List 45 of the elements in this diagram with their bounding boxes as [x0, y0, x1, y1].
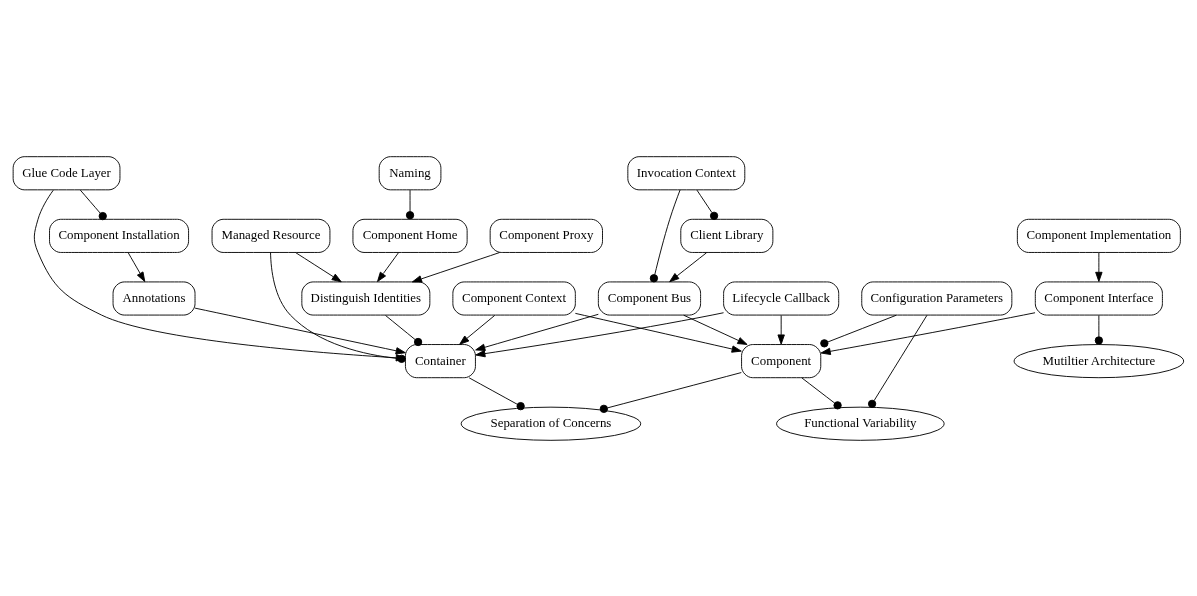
node-box: Component Implementation: [1016, 218, 1181, 253]
connector: [820, 314, 897, 347]
node-box: Container: [405, 343, 476, 378]
connector: [696, 189, 719, 220]
connector: [801, 377, 842, 409]
node-box: Lifecycle Callback: [723, 280, 840, 316]
node-box: Managed Resource: [211, 218, 331, 253]
arrow: [1095, 251, 1103, 282]
connector: [385, 314, 423, 346]
node-ellipse: Mutiltier Architecture: [1013, 343, 1185, 378]
arrow: [777, 314, 785, 345]
node-box: Component Installation: [49, 218, 190, 253]
node-box: Component Bus: [597, 280, 702, 316]
arrow: [574, 312, 742, 353]
connector: [468, 376, 525, 410]
connector: [649, 188, 681, 282]
arrow: [475, 313, 599, 351]
node-box: Client Library: [680, 218, 774, 253]
node-box: Component: [741, 343, 822, 378]
node-box: Component Proxy: [489, 218, 603, 253]
connector: [405, 189, 415, 219]
arrow: [669, 251, 707, 282]
node-box: Naming: [378, 155, 442, 190]
arrow: [459, 314, 496, 345]
arrow: [377, 251, 399, 282]
arrow: [127, 251, 146, 282]
connector: [79, 189, 107, 220]
node-box: Component Context: [452, 280, 576, 316]
connector: [867, 314, 928, 408]
node-box: Configuration Parameters: [861, 280, 1013, 316]
arrow: [194, 307, 406, 354]
node-box: Invocation Context: [627, 155, 746, 190]
arrow: [683, 314, 748, 345]
arrow: [295, 251, 342, 282]
node-box: Annotations: [112, 280, 196, 316]
node-ellipse: Functional Variability: [776, 406, 945, 441]
node-box: Component Interface: [1034, 280, 1163, 316]
node-box: Glue Code Layer: [12, 155, 121, 190]
node-box: Distinguish Identities: [301, 280, 431, 316]
arrow: [820, 311, 1036, 355]
node-box: Component Home: [352, 218, 468, 253]
arrow: [475, 311, 724, 357]
connector: [1094, 314, 1103, 345]
connector: [599, 371, 742, 413]
arrow: [411, 251, 501, 282]
